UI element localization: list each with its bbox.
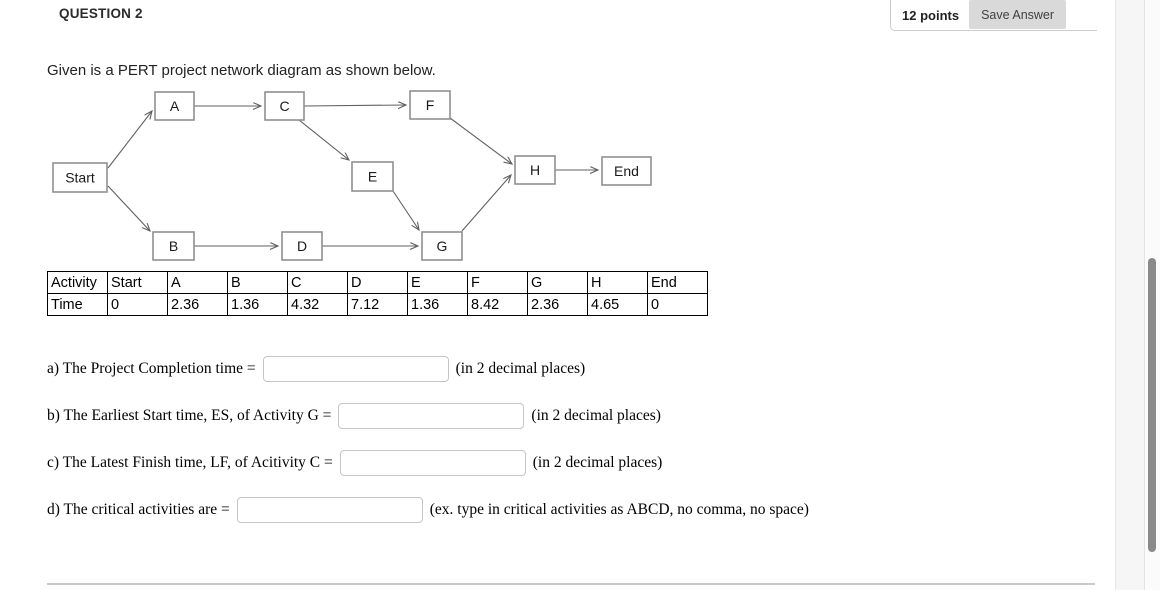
question-suffix-b: (in 2 decimal places) [531,406,661,424]
points-label: 12 points [902,7,960,23]
question-row-b: b) The Earliest Start time, ES, of Activ… [47,401,809,430]
question-row-c: c) The Latest Finish time, LF, of Acitiv… [47,448,809,477]
node-box-c [264,91,305,121]
table-cell: End [647,271,708,294]
node-label-start: Start [65,170,95,186]
node-box-f [409,90,451,120]
table-cell: B [227,271,288,294]
node-label-a: A [170,98,180,114]
node-box-b [152,231,195,261]
table-cell: 1.36 [407,293,468,316]
node-box-a [154,91,195,121]
question-label-a: a) The Project Completion time = [47,359,256,377]
table-cell: 2.36 [167,293,228,316]
edge-f-h [449,117,512,164]
table-cell: H [587,271,648,294]
table-cell: D [347,271,408,294]
table-cell: Start [107,271,168,294]
page-gutter [1115,0,1144,590]
edge-e-g [392,190,419,230]
question-title: QUESTION 2 [59,6,143,21]
node-box-g [421,231,463,261]
table-cell: Time [47,293,108,316]
question-suffix-c: (in 2 decimal places) [532,453,663,471]
question-label-b: b) The Earliest Start time, ES, of Activ… [47,406,332,424]
node-label-e: E [368,169,377,185]
node-g: G [421,231,463,261]
node-label-h: H [530,162,540,178]
pert-network-diagram: Start A B C D E F G H End [52,90,652,261]
node-label-b: B [169,238,178,254]
node-a: A [154,91,195,121]
table-cell: Activity [47,271,108,294]
table-cell: 1.36 [227,293,288,316]
table-cell: E [407,271,468,294]
answer-input-a[interactable] [262,355,449,382]
node-label-d: D [297,238,307,254]
table-cell: A [167,271,228,294]
node-label-end: End [614,163,639,179]
node-box-end [601,156,652,186]
question-suffix-d: (ex. type in critical activities as ABCD… [429,500,809,518]
question-list: a) The Project Completion time = (in 2 de… [47,354,809,542]
edge-c-e [298,119,349,160]
points-box: 12 points Save Answer [890,0,1097,31]
node-e: E [351,161,394,192]
table-cell: 2.36 [527,293,588,316]
table-cell: 0 [107,293,168,316]
question-row-a: a) The Project Completion time = (in 2 de… [47,354,809,383]
table-cell: 4.32 [287,293,348,316]
edge-g-h [461,175,511,232]
table-cell: 0 [647,293,708,316]
node-box-e [351,161,394,192]
answer-input-c[interactable] [339,449,526,476]
node-label-f: F [426,97,435,113]
question-suffix-a: (in 2 decimal places) [455,359,586,377]
section-divider [47,583,1095,585]
save-answer-button[interactable]: Save Answer [969,0,1067,29]
table-cell: 7.12 [347,293,408,316]
table-cell: 8.42 [467,293,528,316]
node-f: F [409,90,451,120]
question-row-d: d) The critical activities are = (ex. typ… [47,495,809,524]
node-label-g: G [437,238,448,254]
node-start: Start [52,162,108,193]
scrollbar-thumb[interactable] [1148,258,1156,552]
intro-text: Given is a PERT project network diagram … [47,62,436,79]
node-box-d [281,231,323,261]
node-c: C [264,91,305,121]
table-cell: 4.65 [587,293,648,316]
answer-input-d[interactable] [236,496,423,523]
node-label-c: C [279,98,289,114]
edge-start-b [107,185,150,231]
edge-c-f [303,105,406,106]
node-box-start [52,162,108,193]
edge-start-a [107,111,152,169]
table-cell: G [527,271,588,294]
question-label-c: c) The Latest Finish time, LF, of Acitiv… [47,453,333,471]
table-cell: F [467,271,528,294]
node-end: End [601,156,652,186]
node-b: B [152,231,195,261]
node-h: H [514,155,556,185]
question-label-d: d) The critical activities are = [47,500,230,518]
table-cell: C [287,271,348,294]
answer-input-b[interactable] [338,402,525,429]
node-box-h [514,155,556,185]
node-d: D [281,231,323,261]
